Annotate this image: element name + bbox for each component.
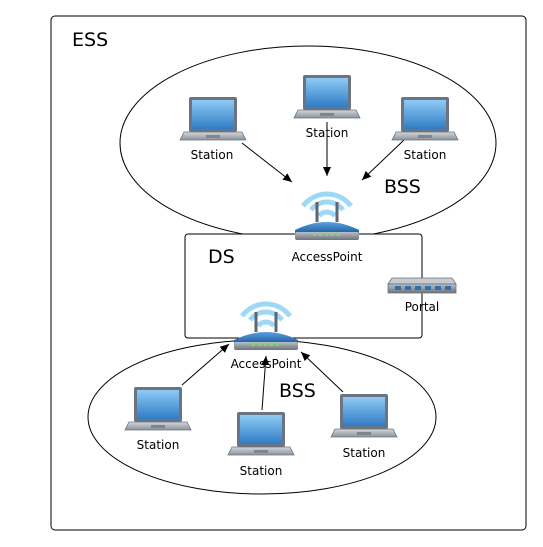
arrow-top-right — [361, 139, 405, 181]
arrow-top-left — [241, 142, 293, 183]
station-label: Station — [404, 148, 447, 162]
ess-boundary — [50, 15, 527, 531]
station-label: Station — [306, 126, 349, 140]
access-point-label: AccessPoint — [231, 357, 302, 371]
station-label: Station — [240, 464, 283, 478]
arrow-bottom-left — [181, 343, 230, 386]
station-label: Station — [137, 438, 180, 452]
laptop-icon — [391, 96, 459, 141]
ds-label: DS — [208, 246, 235, 268]
arrow-bottom-middle — [261, 355, 270, 411]
portal-icon — [387, 277, 457, 294]
laptop-icon — [124, 386, 192, 431]
laptop-icon — [227, 411, 295, 456]
arrow-bottom-right — [300, 351, 344, 393]
access-point-label: AccessPoint — [292, 250, 363, 264]
station-label: Station — [191, 148, 234, 162]
laptop-icon — [293, 74, 361, 119]
bss-bottom-label: BSS — [279, 380, 316, 402]
laptop-icon — [330, 393, 398, 438]
laptop-icon — [179, 96, 247, 141]
station-label: Station — [343, 446, 386, 460]
portal-label: Portal — [405, 300, 439, 314]
bss-top-label: BSS — [384, 176, 421, 198]
ess-label: ESS — [72, 29, 108, 51]
access-point-icon — [295, 194, 359, 240]
